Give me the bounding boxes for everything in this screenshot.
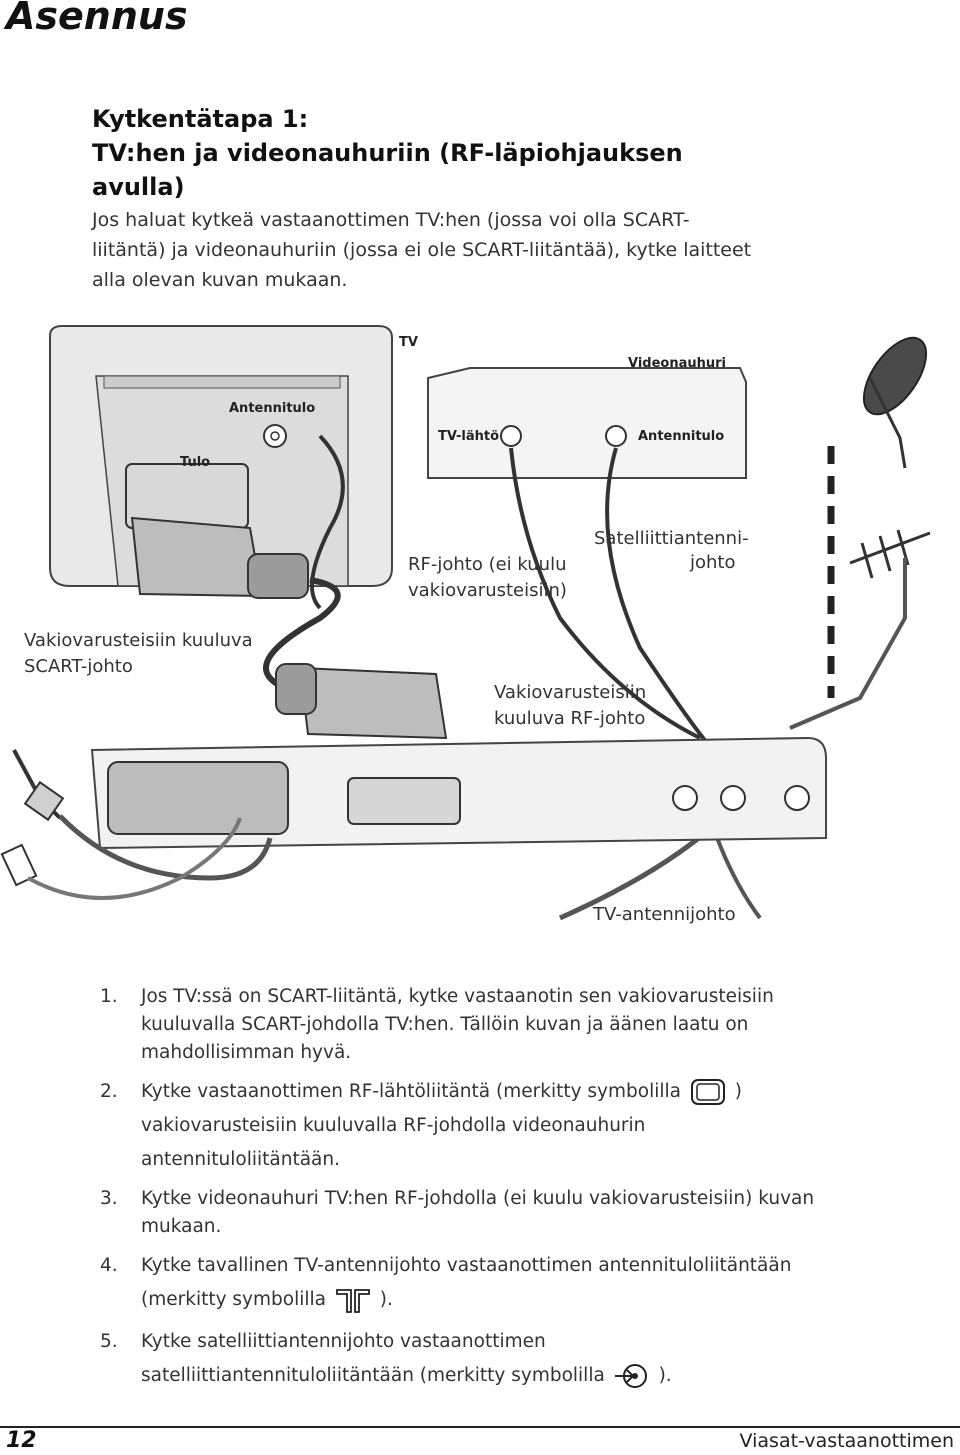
footer-divider <box>0 1426 960 1428</box>
step-5: 5. Kytke satelliittiantennijohto vastaan… <box>100 1325 820 1393</box>
step-text-before: Kytke satelliittiantennijohto vastaanott… <box>141 1331 605 1386</box>
page-header-title: Asennus <box>6 0 188 38</box>
label-scart-cable-2: SCART-johto <box>24 656 133 677</box>
power-plug-illustration <box>12 749 273 881</box>
section-title-line-3: avulla) <box>92 173 185 201</box>
label-scart-cable-1: Vakiovarusteisiin kuuluva <box>24 630 253 651</box>
step-1: 1. Jos TV:ssä on SCART-liitäntä, kytke v… <box>100 983 820 1067</box>
label-tv-antenna-cable: TV-antennijohto <box>592 904 736 925</box>
footer-brand: Viasat-vastaanottimen <box>739 1430 954 1452</box>
satellite-input-icon <box>614 1364 647 1388</box>
section-title-line-2: TV:hen ja videonauhuriin (RF-läpiohjauks… <box>92 139 683 167</box>
step-text: Kytke videonauhuri TV:hen RF-johdolla (e… <box>141 1188 815 1237</box>
label-sat-cable-1: Satelliittiantenni- <box>594 528 749 549</box>
step-number: 2. <box>100 1081 118 1102</box>
label-vcr: Videonauhuri <box>628 356 726 371</box>
tv-antenna-illustration <box>789 529 931 730</box>
scart-plug-receiver <box>275 663 448 740</box>
step-text-after: ) vakiovarusteisiin kuuluvalla RF-johdol… <box>141 1081 742 1170</box>
step-number: 5. <box>100 1331 118 1352</box>
receiver-illustration <box>90 736 827 850</box>
connection-diagram: TV Videonauhuri Antennitulo Tulo TV-läht… <box>0 325 931 925</box>
intro-paragraph: Jos haluat kytkeä vastaanottimen TV:hen … <box>92 209 752 291</box>
step-number: 4. <box>100 1255 118 1276</box>
label-tv-antenna-in: Antennitulo <box>229 401 315 416</box>
section-title: Kytkentätapa 1: TV:hen ja videonauhuriin… <box>92 102 812 204</box>
label-std-rf-1: Vakiovarusteisiin <box>494 682 646 703</box>
step-3: 3. Kytke videonauhuri TV:hen RF-johdolla… <box>100 1185 820 1241</box>
instruction-steps: 1. Jos TV:ssä on SCART-liitäntä, kytke v… <box>100 983 820 1401</box>
antenna-symbol-icon <box>335 1289 370 1313</box>
satellite-dish-illustration <box>862 336 928 469</box>
step-number: 3. <box>100 1188 118 1209</box>
section-title-line-1: Kytkentätapa 1: <box>92 105 309 133</box>
vcr-illustration <box>427 367 747 479</box>
step-2: 2. Kytke vastaanottimen RF-lähtöliitäntä… <box>100 1075 820 1177</box>
step-number: 1. <box>100 986 118 1007</box>
label-tv-input: Tulo <box>180 455 210 470</box>
label-vcr-tv-out: TV-lähtö <box>438 429 499 444</box>
tv-screen-icon <box>690 1079 725 1105</box>
step-text-after: ). <box>379 1289 393 1310</box>
label-std-rf-2: kuuluva RF-johto <box>494 708 645 729</box>
phone-plug-illustration <box>0 817 242 900</box>
step-4: 4. Kytke tavallinen TV-antennijohto vast… <box>100 1249 820 1317</box>
step-text: Jos TV:ssä on SCART-liitäntä, kytke vast… <box>141 986 774 1063</box>
step-text-before: Kytke tavallinen TV-antennijohto vastaan… <box>141 1255 792 1310</box>
label-rf-cable-2: vakiovarusteisiin) <box>408 580 567 601</box>
label-tv: TV <box>399 335 418 350</box>
step-text-before: Kytke vastaanottimen RF-lähtöliitäntä (m… <box>141 1081 681 1102</box>
label-rf-cable-1: RF-johto (ei kuulu <box>408 554 566 575</box>
label-sat-cable-2: johto <box>689 552 736 573</box>
label-vcr-antenna-in: Antennitulo <box>638 429 724 444</box>
page-number: 12 <box>6 1428 37 1453</box>
scart-plug-tv <box>130 516 309 599</box>
step-text-after: ). <box>658 1365 672 1386</box>
